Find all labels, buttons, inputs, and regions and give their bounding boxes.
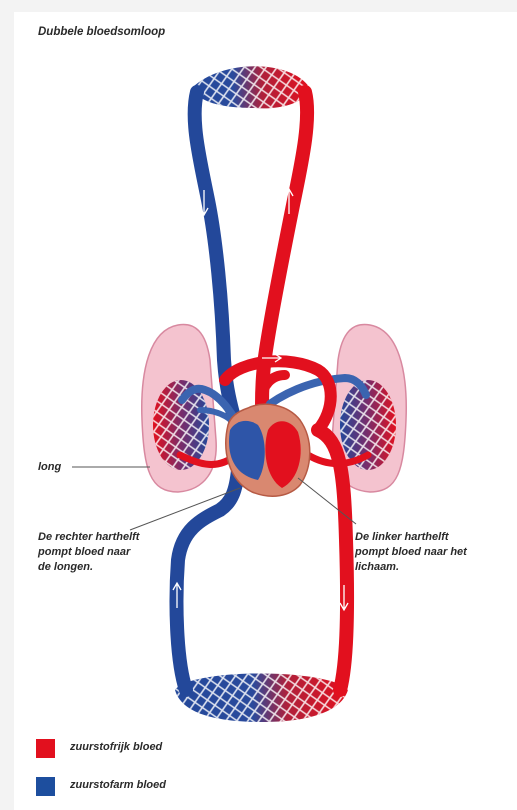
upper-body-capillaries <box>192 66 310 108</box>
lower-body-capillaries <box>175 674 348 723</box>
label-right-heart: De rechter harthelft pompt bloed naar de… <box>38 530 188 575</box>
legend-swatch-blue <box>36 777 55 796</box>
legend-swatch-red <box>36 739 55 758</box>
legend-label: zuurstofarm bloed <box>70 779 166 791</box>
diagram-title: Dubbele bloedsomloop <box>38 26 165 38</box>
label-left-heart: De linker harthelft pompt bloed naar het… <box>355 530 505 575</box>
label-long: long <box>38 460 61 475</box>
legend-label: zuurstofrijk bloed <box>70 741 162 753</box>
